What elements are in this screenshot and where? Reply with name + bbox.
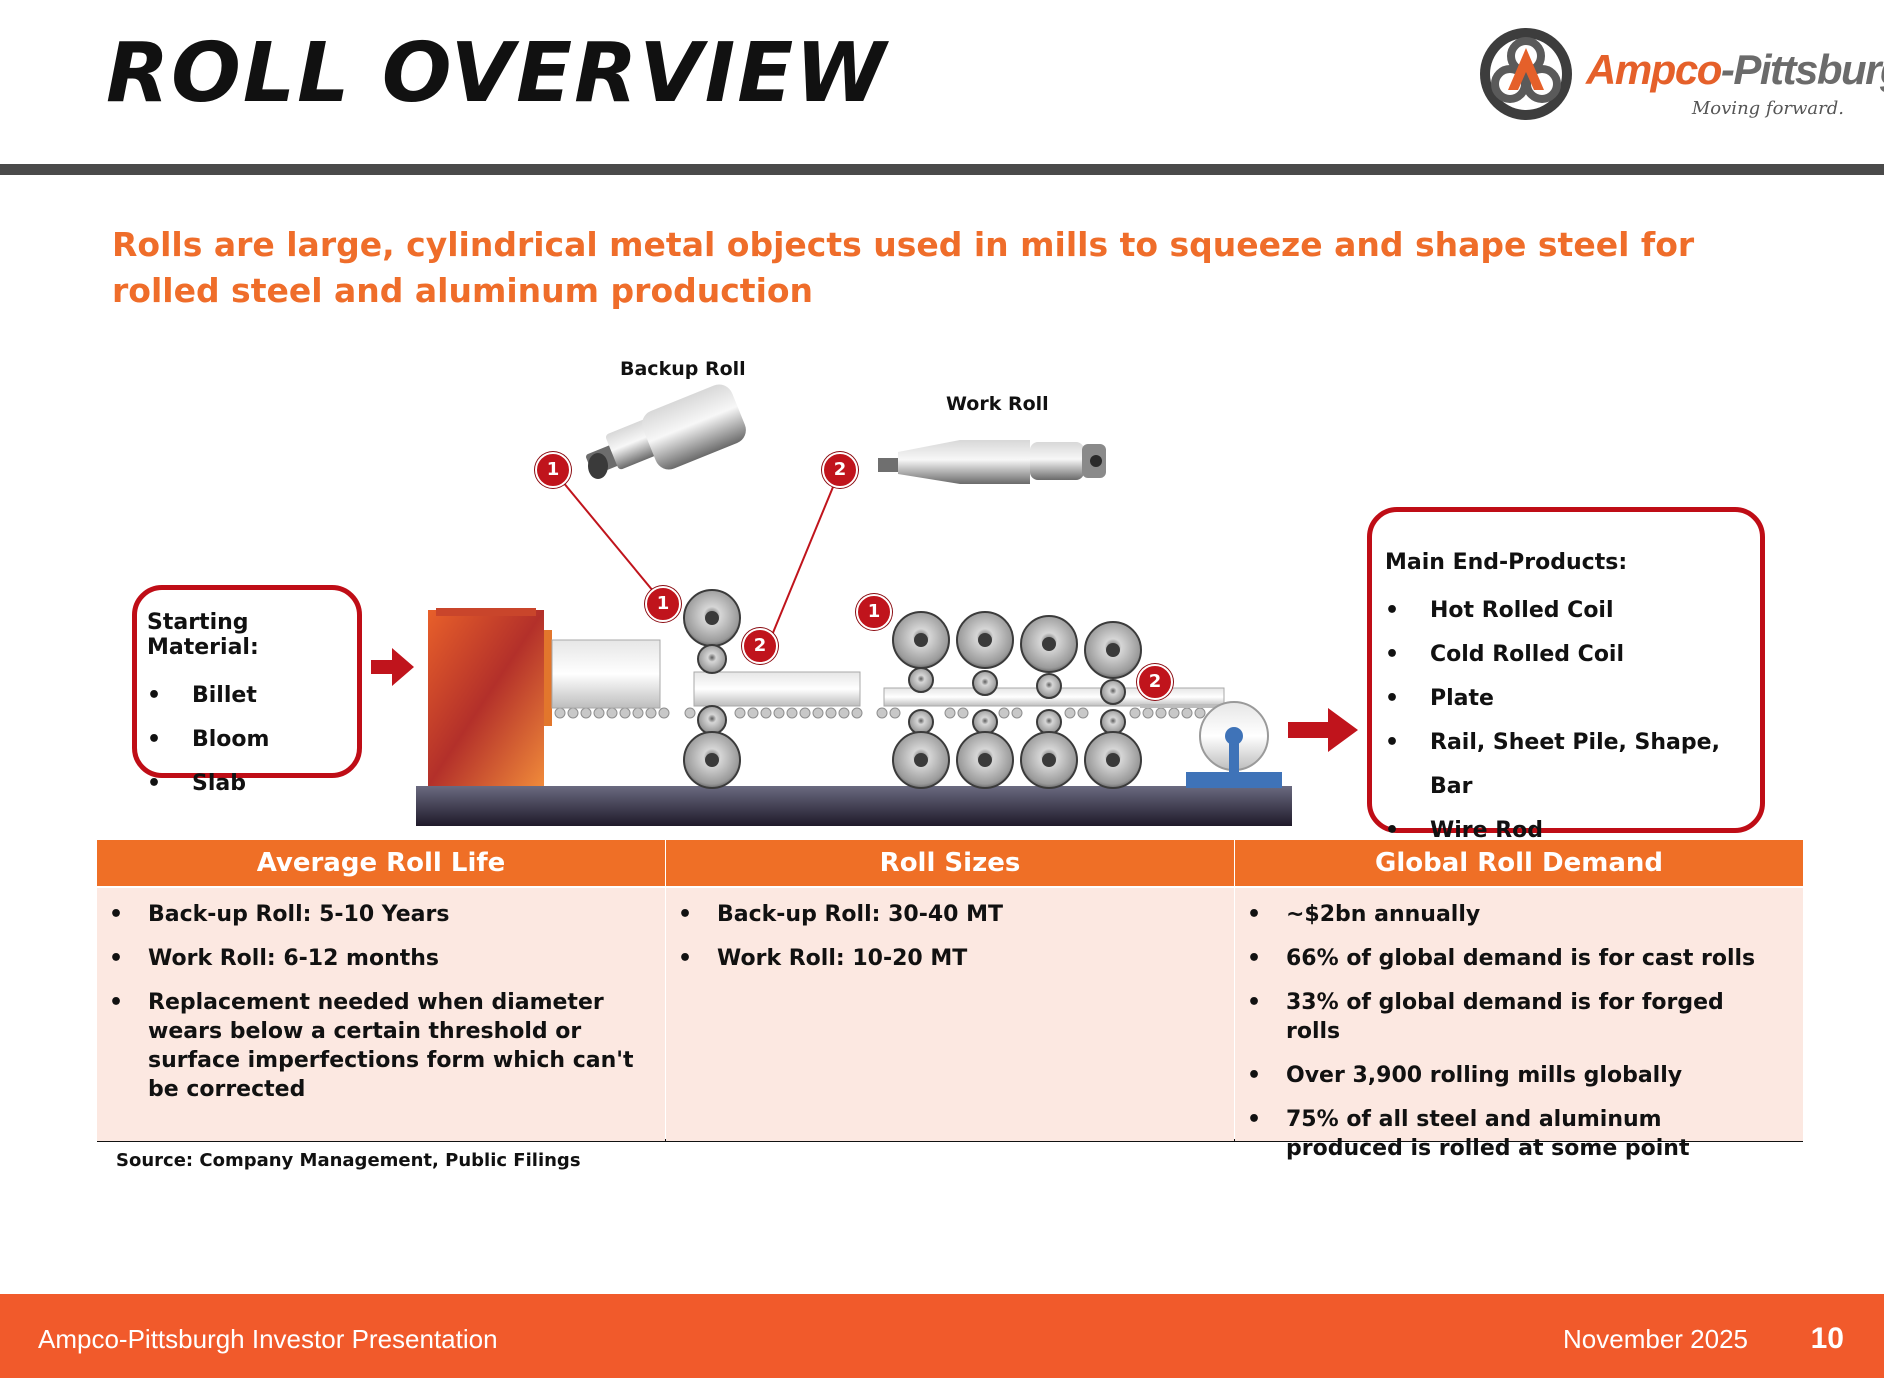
list-item: Replacement needed when diameter wears b… — [109, 988, 645, 1104]
footer-date: November 2025 — [1563, 1324, 1748, 1354]
column-header: Roll Sizes — [666, 840, 1234, 886]
column-average-roll-life: Average Roll Life Back-up Roll: 5-10 Yea… — [97, 840, 665, 1141]
finishing-mill-stands — [892, 611, 1142, 789]
roughing-mill-stand — [683, 589, 741, 789]
input-arrow-icon — [371, 648, 414, 686]
conveyor-rollers — [554, 707, 1206, 719]
column-body: ~$2bn annually 66% of global demand is f… — [1235, 888, 1803, 1161]
coiler — [1186, 701, 1282, 788]
list-item: Over 3,900 rolling mills globally — [1247, 1061, 1783, 1090]
work-roll-image — [878, 440, 1106, 484]
end-products-title: Main End-Products: — [1385, 550, 1628, 575]
marker-1-roughing-stand: 1 — [645, 586, 681, 622]
subtitle: Rolls are large, cylindrical metal objec… — [112, 225, 1695, 310]
list-item: Rail, Sheet Pile, Shape, Bar — [1385, 721, 1760, 809]
list-item: Work Roll: 10-20 MT — [678, 944, 1214, 973]
column-header: Average Roll Life — [97, 840, 665, 886]
header-divider — [0, 164, 1884, 175]
list-item: Back-up Roll: 5-10 Years — [109, 900, 645, 929]
footer: Ampco-Pittsburgh Investor Presentation N… — [0, 1294, 1884, 1378]
backup-roll-image — [586, 384, 746, 479]
end-products-box: Main End-Products: Hot Rolled Coil Cold … — [1367, 507, 1765, 853]
plate-roughing — [693, 671, 861, 707]
slab — [551, 639, 661, 709]
marker-2-work-roll: 2 — [822, 452, 858, 488]
list-item: 75% of all steel and aluminum produced i… — [1247, 1105, 1783, 1163]
page-title: ROLL OVERVIEW — [106, 26, 888, 121]
list-item: Back-up Roll: 30-40 MT — [678, 900, 1214, 929]
starting-material-box: Starting Material: Billet Bloom Slab — [132, 585, 362, 806]
column-roll-sizes: Roll Sizes Back-up Roll: 30-40 MT Work R… — [666, 840, 1234, 1141]
list-item: ~$2bn annually — [1247, 900, 1783, 929]
list-item: 66% of global demand is for cast rolls — [1247, 944, 1783, 973]
column-body: Back-up Roll: 5-10 Years Work Roll: 6-12… — [97, 888, 665, 1141]
output-arrow-icon — [1288, 708, 1358, 752]
marker-1-finishing-stand: 1 — [856, 594, 892, 630]
footer-presentation-title: Ampco-Pittsburgh Investor Presentation — [38, 1324, 498, 1354]
column-body: Back-up Roll: 30-40 MT Work Roll: 10-20 … — [666, 888, 1234, 1141]
list-item: Cold Rolled Coil — [1385, 633, 1760, 677]
marker-1-backup-roll: 1 — [535, 452, 571, 488]
reheat-furnace — [428, 610, 544, 786]
marker-2-roughing-stand: 2 — [742, 628, 778, 664]
callout-line-1 — [552, 469, 664, 604]
mill-base — [416, 786, 1292, 826]
list-item: Plate — [1385, 677, 1760, 721]
list-item: 33% of global demand is for forged rolls — [1247, 988, 1783, 1046]
marker-2-finishing-stand: 2 — [1137, 664, 1173, 700]
ampco-logo-icon — [1480, 28, 1572, 120]
page-number: 10 — [1810, 1322, 1844, 1355]
backup-roll-label: Backup Roll — [620, 358, 746, 380]
list-item: Bloom — [147, 718, 357, 762]
callout-line-2 — [769, 469, 841, 641]
company-logo: Ampco-Pittsburgh Moving forward. — [1474, 22, 1884, 126]
logo-wordmark: Ampco-Pittsburgh — [1586, 46, 1884, 93]
list-item: Slab — [147, 762, 357, 806]
logo-tagline: Moving forward. — [1691, 98, 1844, 119]
roll-facts-table: Average Roll Life Back-up Roll: 5-10 Yea… — [97, 840, 1803, 1161]
column-global-roll-demand: Global Roll Demand ~$2bn annually 66% of… — [1235, 840, 1803, 1161]
column-header: Global Roll Demand — [1235, 840, 1803, 886]
list-item: Hot Rolled Coil — [1385, 589, 1760, 633]
list-item: Billet — [147, 674, 357, 718]
work-roll-label: Work Roll — [946, 393, 1049, 415]
list-item: Work Roll: 6-12 months — [109, 944, 645, 973]
starting-material-title: Starting Material: — [147, 610, 259, 660]
source-note: Source: Company Management, Public Filin… — [116, 1150, 581, 1171]
